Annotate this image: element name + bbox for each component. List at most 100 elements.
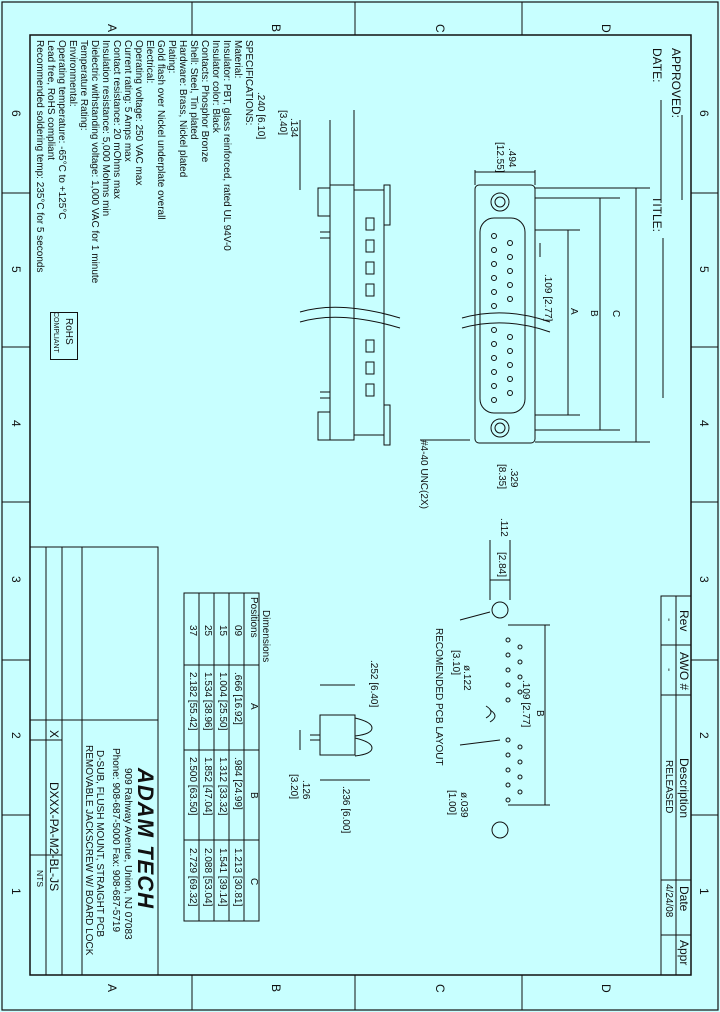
zone-number-right-4: 3 — [697, 576, 711, 583]
zone-number-left-3: 4 — [9, 420, 23, 427]
spec-line: Insulator: PBT, glass reinforced, rated … — [221, 40, 232, 251]
dim-label-b-pcb: B — [534, 710, 545, 717]
dim-134: .134 — [288, 118, 299, 138]
table-cell: .984 [24.99] — [232, 757, 243, 810]
spec-line: Temperature Rating: — [78, 40, 89, 131]
table-cell: 1.004 [25.50] — [217, 672, 228, 731]
table-cell: 1.852 [47.04] — [202, 757, 213, 816]
table-cell: 2.182 [55.42] — [187, 672, 198, 731]
sheet-mark: X — [47, 730, 61, 739]
spec-line: Contact resistance: 20 mOhms max — [111, 40, 122, 199]
dim-122: ø.122 — [461, 665, 472, 691]
description-header: Description — [677, 758, 691, 819]
side-view — [299, 110, 401, 446]
table-row: 15 — [217, 625, 228, 637]
spec-line: Current rating: 5 Amps max — [122, 40, 133, 162]
spec-line: Electrical: — [144, 40, 155, 84]
zone-letter-top-1: A — [105, 24, 119, 33]
zone-letter-top-3: C — [433, 24, 447, 33]
dim-126-mm: [3.20] — [288, 774, 299, 800]
zone-number-left-6: 1 — [9, 888, 23, 895]
front-view — [420, 170, 650, 444]
zone-number-right-6: 1 — [697, 888, 711, 895]
dim-494: .494 — [506, 148, 517, 168]
dimension-table-grid — [183, 592, 260, 922]
end-view — [299, 684, 373, 781]
table-cell: 1.541 [39.14] — [217, 848, 228, 907]
spec-line: Shell: Steel, Tin plated — [188, 40, 199, 140]
table-header-b: B — [248, 792, 259, 799]
zone-letter-top-2: B — [269, 24, 283, 33]
approved-label: APPROVED: — [669, 48, 683, 119]
zone-letter-bottom-2: B — [269, 984, 283, 993]
dim-494-mm: [12.55] — [494, 142, 505, 173]
pcb-layout-label: RECOMENDED PCB LAYOUT — [433, 628, 444, 766]
zone-number-right-5: 2 — [697, 732, 711, 739]
spec-line: Hardware: Brass, Nickel plated — [177, 40, 188, 178]
dim-112-mm: [2.84] — [496, 552, 507, 578]
drawing-title-line1: D-SUB, FLUSH MOUNT, STRAIGHT PCB — [94, 750, 105, 938]
table-cell: 2.729 [69.32] — [187, 848, 198, 907]
screw-callout: #4-40 UNC(2X) — [418, 440, 429, 509]
table-row: 25 — [202, 625, 213, 637]
spec-line: Gold flash over Nickel underplate overal… — [155, 40, 166, 220]
zone-number-right-1: 6 — [697, 110, 711, 117]
drawing-title-line2: REMOVABLE JACKSCREW W/ BOARD LOCK — [83, 745, 94, 956]
spec-line: Operating temperature: -65°C to +125°C — [56, 40, 67, 220]
rev-header: Rev — [677, 610, 691, 632]
spec-line: Recommended soldering temp: 235°C for 5 … — [34, 40, 45, 273]
dim-label-c: C — [610, 310, 621, 318]
dim-329: .329 — [508, 468, 519, 488]
table-row: 37 — [187, 625, 198, 637]
front-view-contacts — [491, 233, 513, 403]
zone-number-left-1: 6 — [9, 110, 23, 117]
table-header-c: C — [248, 878, 259, 886]
table-cell: 1.213 [30.81] — [232, 848, 243, 907]
zone-letter-bottom-4: D — [599, 984, 613, 993]
company-address: 909 Rahway Avenue, Union, NJ 07083 — [122, 768, 133, 940]
part-number: DXXX-PA-M2-BL-JS — [47, 782, 61, 892]
company-phone: Phone: 908-687-5000 Fax: 908-687-5719 — [110, 748, 121, 933]
dim-240: .240 [6.10] — [255, 92, 266, 140]
rohs-subtitle: COMPLIANT — [52, 312, 59, 353]
spec-line: Environmental: — [67, 40, 78, 107]
dim-122-mm: [3.10] — [450, 650, 461, 676]
spec-line: Insulation resistance: 5,000 Mohms min — [100, 40, 111, 217]
table-header-positions: Positions — [248, 597, 259, 638]
spec-line: Material: — [232, 40, 243, 79]
zone-number-right-3: 4 — [697, 420, 711, 427]
spec-line: Insulator color: Black — [210, 40, 221, 133]
dim-236: .236 [6.00] — [340, 786, 351, 834]
date-header: Date — [677, 886, 691, 912]
spec-line: Lead free, RoHS compliant — [45, 40, 56, 161]
description-value: RELEASED — [663, 760, 674, 814]
table-cell: 1.312 [33.32] — [217, 757, 228, 816]
zone-letter-bottom-1: A — [105, 984, 119, 993]
title-label: TITLE: — [650, 196, 664, 233]
table-header-dimensions: Dimensions — [260, 610, 271, 663]
dim-252: .252 [6.40] — [368, 660, 379, 708]
spec-line: Contacts: Phosphor Bronze — [199, 40, 210, 163]
inner-border — [29, 34, 692, 976]
rohs-title: RoHS — [63, 318, 74, 345]
date-value: 4/24/08 — [663, 884, 674, 918]
table-cell: 2.088 [53.04] — [202, 848, 213, 907]
dim-329-mm: [8.35] — [496, 464, 507, 490]
revision-block-grid — [660, 595, 692, 976]
dim-109: .109 [2.77] — [542, 274, 553, 322]
dim-039: ø.039 — [458, 792, 469, 818]
dim-109-pcb: .109 [2.77] — [520, 680, 531, 728]
spec-line: SPECIFICATIONS: — [243, 40, 254, 126]
zone-number-left-5: 2 — [9, 732, 23, 739]
table-row: 09 — [232, 625, 243, 637]
spec-line: Operating voltage: 250 VAC max — [133, 40, 144, 186]
dim-134-mm: [3.40] — [277, 110, 288, 136]
pcb-layout — [459, 540, 550, 839]
zone-letter-bottom-3: C — [433, 984, 447, 993]
spec-line: Dielectric withstanding voltage: 1,000 V… — [89, 40, 100, 284]
zone-number-left-4: 3 — [9, 576, 23, 583]
